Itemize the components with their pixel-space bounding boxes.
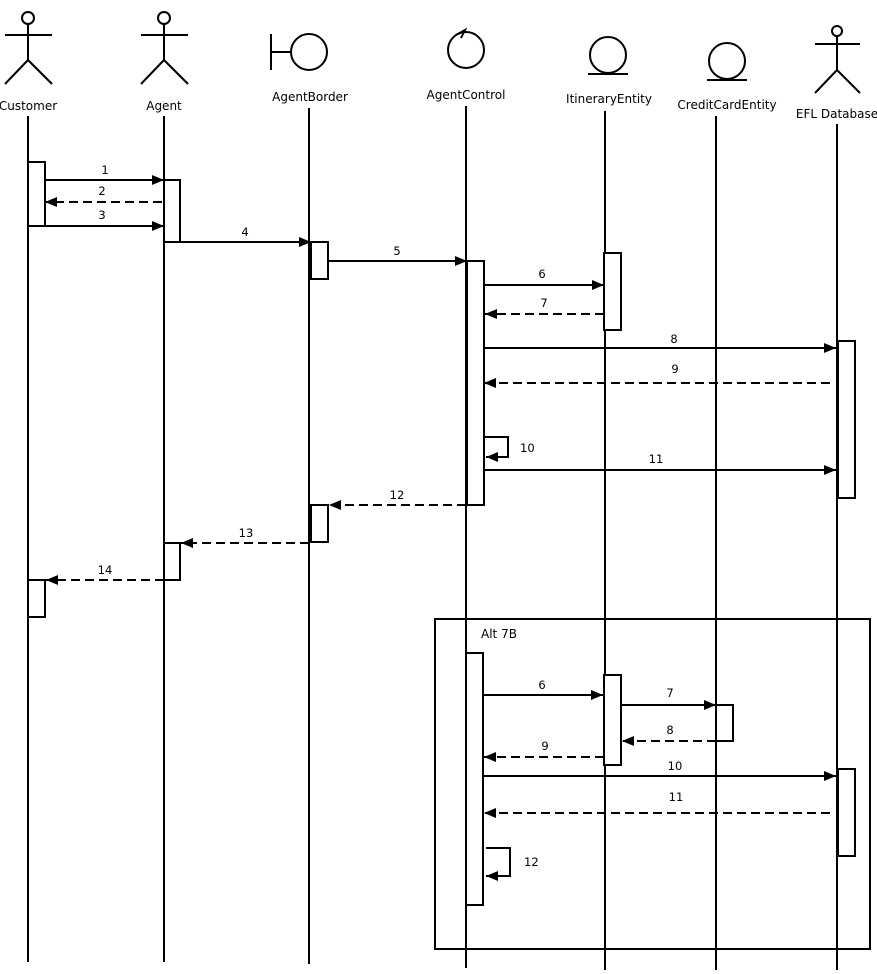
message-label: 6: [538, 267, 545, 281]
activation-bar: [603, 252, 622, 331]
message-label: 10: [520, 441, 535, 455]
participant-label-itineraryentity: ItineraryEntity: [566, 92, 652, 106]
message-label: 8: [670, 332, 677, 346]
message-label: 9: [541, 739, 548, 753]
self-message-arrow: [486, 847, 511, 881]
activation-bar: [27, 161, 46, 227]
activation-bar: [163, 179, 181, 243]
message-label: 4: [241, 225, 248, 239]
agent-actor-icon: [140, 11, 189, 85]
alt-fragment-label: Alt 7B: [481, 627, 517, 641]
participant-label-agentcontrol: AgentControl: [427, 88, 506, 102]
activation-bar: [27, 579, 46, 618]
participant-label-customer: Customer: [0, 99, 57, 113]
activation-bar: [465, 652, 484, 906]
message-label: 1: [101, 163, 108, 177]
activation-bar: [837, 768, 856, 857]
message-label: 7: [666, 686, 673, 700]
message-label: 8: [666, 723, 673, 737]
message-label: 2: [98, 184, 105, 198]
message-label: 11: [669, 790, 684, 804]
participant-label-agentborder: AgentBorder: [272, 90, 348, 104]
self-message-arrow: [484, 436, 509, 462]
message-label: 11: [649, 452, 664, 466]
participant-label-efldatabase: EFL Database: [796, 107, 877, 121]
activation-bar: [310, 241, 329, 280]
participant-label-creditcardentity: CreditCardEntity: [677, 98, 776, 112]
participant-label-agent: Agent: [146, 99, 182, 113]
efl-database-actor-icon: [814, 25, 861, 94]
activation-bar: [310, 504, 329, 543]
activation-bar: [466, 260, 485, 506]
activation-bar: [163, 542, 181, 581]
creditcard-entity-icon: [707, 42, 747, 81]
customer-actor-icon: [4, 11, 53, 85]
message-label: 6: [538, 678, 545, 692]
message-label: 9: [671, 362, 678, 376]
message-label: 7: [540, 296, 547, 310]
message-label: 14: [98, 563, 113, 577]
alt-fragment-frame: [434, 618, 871, 950]
itinerary-entity-icon: [588, 36, 628, 75]
message-label: 3: [98, 208, 105, 222]
message-label: 12: [390, 488, 405, 502]
boundary-icon: [270, 33, 328, 71]
activation-bar: [837, 340, 856, 499]
message-label: 5: [393, 244, 400, 258]
message-label: 10: [668, 759, 683, 773]
message-label: 12: [524, 855, 539, 869]
control-icon: [447, 27, 485, 69]
activation-bar: [603, 674, 622, 766]
activation-bar: [715, 704, 734, 742]
message-label: 13: [239, 526, 254, 540]
